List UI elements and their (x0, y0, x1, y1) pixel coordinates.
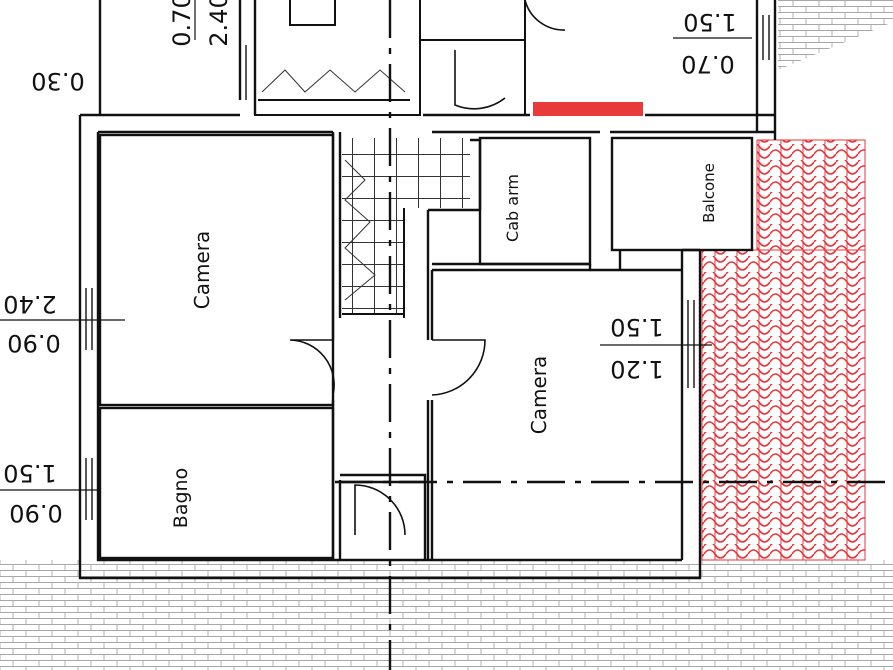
dashed-axis (335, 0, 893, 670)
exterior-paving-top (778, 0, 893, 70)
room-label-cab-arm: Cab arm (503, 174, 522, 242)
room-label-bagno: Bagno (170, 468, 192, 528)
door-camera-left (289, 339, 335, 396)
dimension-lines (0, 0, 752, 491)
room-label-camera-left: Camera (190, 231, 214, 310)
dim-top-left-side: 0.30 (31, 67, 84, 95)
door-top-right-swing (524, 0, 566, 40)
dim-top-right-lower: 0.70 (681, 50, 734, 78)
dim-bagno-b: 0.90 (9, 499, 62, 527)
stair-zigzag-top (261, 69, 406, 93)
dim-camera-right-a: 1.50 (610, 313, 663, 341)
dim-top-right-upper: 1.50 (683, 8, 736, 36)
terrace-hatch-upper (756, 139, 866, 261)
dim-bagno-a: 1.50 (3, 459, 56, 487)
dim-camera-right-b: 1.20 (610, 355, 663, 383)
terrace-hatch-lower (701, 249, 866, 561)
dim-camera-left-b: 0.90 (7, 329, 60, 357)
dim-camera-left-a: 2.40 (3, 290, 56, 318)
windows (79, 15, 770, 520)
room-label-balcone: Balcone (700, 163, 718, 223)
exterior-paving (0, 560, 893, 670)
door-camera-right (431, 339, 486, 396)
room-label-camera-right: Camera (527, 356, 551, 435)
door-top-mid-swing (454, 50, 506, 110)
dim-top-left-upper: 0.70 (168, 0, 196, 47)
red-accent-strip (533, 102, 643, 116)
interior-walls (98, 132, 754, 560)
dim-top-left-lower: 2.40 (205, 0, 233, 47)
stair-edge (342, 208, 405, 318)
stair-zigzag (344, 159, 376, 301)
door-bagno (354, 484, 406, 536)
stair-upper (342, 138, 470, 208)
stair-lower (342, 208, 404, 314)
